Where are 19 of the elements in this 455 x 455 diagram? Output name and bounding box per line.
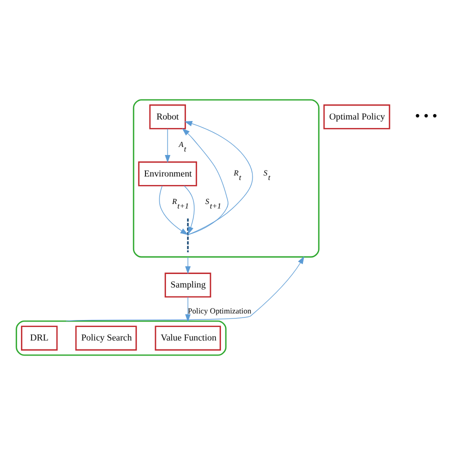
cluster (132, 99, 320, 258)
arrow (185, 256, 191, 274)
arrow (182, 128, 228, 235)
label: • • • (415, 108, 438, 125)
node-bar (187, 218, 189, 252)
node-box: Environment (138, 161, 198, 186)
arrow (184, 185, 194, 235)
arrow (184, 121, 253, 235)
node-box: Optimal Policy (323, 104, 390, 130)
cluster (16, 320, 227, 356)
arrow (185, 296, 191, 322)
arrow (66, 256, 304, 322)
node-box: DRL (20, 326, 58, 351)
node-box: Sampling (164, 272, 212, 298)
node-box: Policy Search (75, 326, 137, 351)
node-box: Value Function (154, 326, 221, 351)
arrow (164, 128, 170, 163)
arrow (159, 186, 188, 235)
node-box: Robot (149, 104, 186, 130)
